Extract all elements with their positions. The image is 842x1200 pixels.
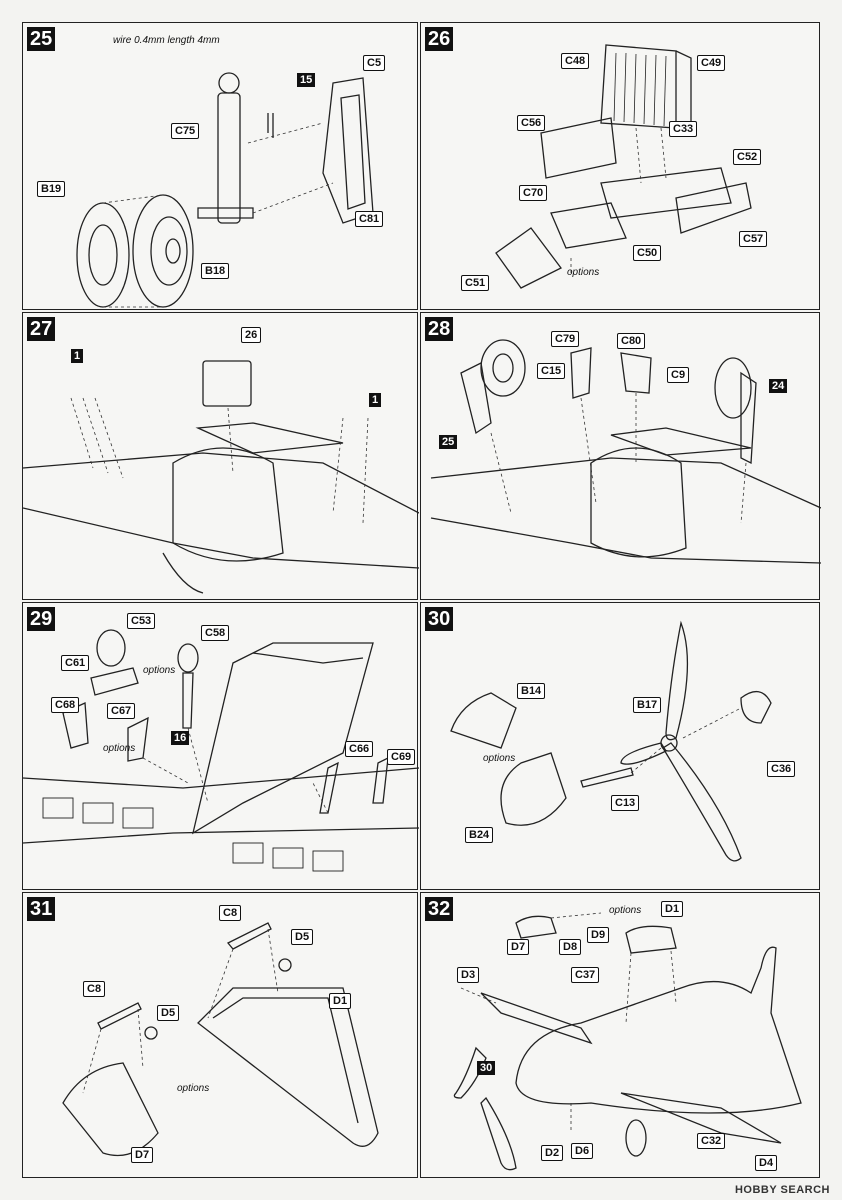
part-label: D3	[457, 967, 480, 983]
part-label: C5	[363, 55, 386, 71]
part-label: C66	[345, 741, 374, 757]
step-26-panel: 26 C48 C49 C56 C33 C52 C70 C50 C57 C51 o…	[420, 22, 820, 310]
part-label: D9	[587, 927, 610, 943]
part-label: C52	[733, 149, 762, 165]
part-label: C32	[697, 1133, 726, 1149]
ref-number: 15	[297, 73, 316, 87]
step-32-drawing	[453, 912, 802, 1171]
part-label: C67	[107, 703, 136, 719]
part-label: D7	[507, 939, 530, 955]
part-label: B18	[201, 263, 230, 279]
part-label: D7	[131, 1147, 154, 1163]
step-25-drawing	[76, 72, 374, 308]
part-label: B14	[517, 683, 546, 699]
part-label: D6	[571, 1143, 594, 1159]
step-31-panel: 31 C8 D5 C8 D5 D1 options D7	[22, 892, 418, 1178]
options-note: options	[567, 267, 600, 278]
ref-number: 1	[369, 393, 382, 407]
part-label: D2	[541, 1145, 564, 1161]
step-28-drawing	[430, 339, 821, 564]
step-27-panel: 27 1 26 1	[22, 312, 419, 600]
part-label: C70	[519, 185, 548, 201]
step-number: 25	[27, 27, 56, 51]
wire-note: wire 0.4mm length 4mm	[113, 35, 220, 46]
step-26-drawing	[495, 44, 752, 289]
ref-number: 16	[171, 731, 190, 745]
step-32-panel: 32 options D1 D7 D8 D9 D3 C37 30 D2 D6 C…	[420, 892, 820, 1178]
part-label: C68	[51, 697, 80, 713]
ref-number: 1	[71, 349, 84, 363]
step-31-drawing	[62, 922, 379, 1157]
step-number: 29	[27, 607, 56, 631]
options-note: options	[103, 743, 136, 754]
step-number: 32	[425, 897, 454, 921]
part-label: C81	[355, 211, 384, 227]
part-label: C56	[517, 115, 546, 131]
step-number: 26	[425, 27, 454, 51]
part-label: C79	[551, 331, 580, 347]
step-number: 30	[425, 607, 454, 631]
part-label: C36	[767, 761, 796, 777]
part-label: C8	[219, 905, 242, 921]
part-label: B19	[37, 181, 66, 197]
watermark: HOBBY SEARCH	[734, 1184, 830, 1196]
part-label: C37	[571, 967, 600, 983]
part-label: C53	[127, 613, 156, 629]
part-label: D1	[661, 901, 684, 917]
step-30-panel: 30 B14 B17 options C36 C13 B24	[420, 602, 820, 890]
part-label: D5	[157, 1005, 180, 1021]
part-label: C69	[387, 749, 416, 765]
part-label: C80	[617, 333, 646, 349]
part-label: C8	[83, 981, 106, 997]
step-number: 31	[27, 897, 56, 921]
part-label: C61	[61, 655, 90, 671]
part-label: B17	[633, 697, 662, 713]
options-note: options	[609, 905, 642, 916]
part-label: C75	[171, 123, 200, 139]
step-number: 27	[27, 317, 56, 341]
part-label: D4	[755, 1155, 778, 1171]
part-label: C9	[667, 367, 690, 383]
step-27-drawing	[23, 360, 419, 594]
part-label: C13	[611, 795, 640, 811]
options-note: options	[483, 753, 516, 764]
part-label: C33	[669, 121, 698, 137]
step-29-panel: 29 C53 C58 C61 options C68 C67 16 option…	[22, 602, 419, 890]
ref-number: 30	[477, 1061, 496, 1075]
part-label: C50	[633, 245, 662, 261]
options-note: options	[143, 665, 176, 676]
options-note: options	[177, 1083, 210, 1094]
part-label: D8	[559, 939, 582, 955]
ref-number: 25	[439, 435, 458, 449]
part-label: D5	[291, 929, 314, 945]
part-label: D1	[329, 993, 352, 1009]
part-label: 26	[241, 327, 262, 343]
step-30-drawing	[450, 620, 772, 862]
part-label: C15	[537, 363, 566, 379]
step-28-panel: 28 C79 C80 C15 C9 24 25	[420, 312, 821, 600]
step-number: 28	[425, 317, 454, 341]
part-label: C49	[697, 55, 726, 71]
part-label: B24	[465, 827, 494, 843]
part-label: C58	[201, 625, 230, 641]
part-label: C51	[461, 275, 490, 291]
step-25-panel: 25 wire 0.4mm length 4mm C5 15 C75 B19 B…	[22, 22, 418, 310]
part-label: C48	[561, 53, 590, 69]
ref-number: 24	[769, 379, 788, 393]
part-label: C57	[739, 231, 768, 247]
